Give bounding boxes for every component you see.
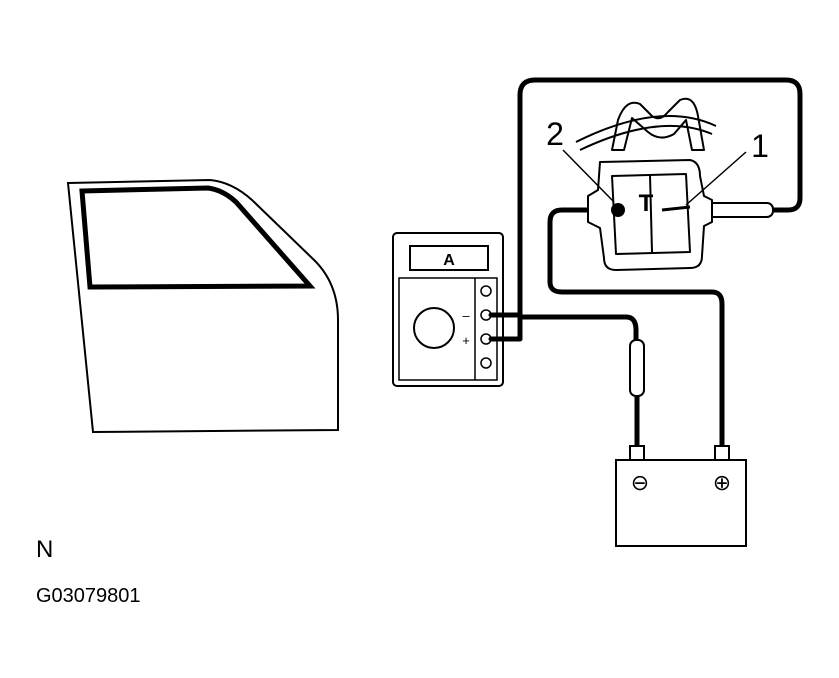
connector-pin1: [661, 205, 691, 212]
ammeter: A – +: [392, 232, 504, 387]
ammeter-terminal-4: [480, 357, 492, 369]
wire-minus-to-pin1: [488, 77, 803, 318]
door-window-frame: [79, 185, 316, 290]
battery-negative-symbol: ⊖: [631, 470, 649, 495]
figure-id: G03079801: [36, 585, 141, 607]
ammeter-dial: [413, 307, 455, 349]
callout-2-number: 2: [546, 116, 564, 152]
callout-1-leader: [685, 151, 747, 206]
connector-guide-inner: [579, 125, 713, 151]
connector-pin2: [611, 203, 625, 217]
connector-center-mark: T: [639, 190, 654, 217]
ammeter-display: [409, 245, 489, 271]
probe-pin1-body: [704, 202, 774, 218]
door-panel: [66, 178, 339, 434]
ammeter-inner: [398, 277, 498, 381]
view-label: N: [36, 536, 53, 563]
wire-pin2-to-battery-pos: [547, 207, 725, 453]
ammeter-plus-label: +: [462, 333, 470, 348]
door-outline: [66, 178, 339, 434]
callout-2-leader: [562, 149, 615, 203]
ammeter-terminal-1: [480, 285, 492, 297]
connector-inner: [611, 173, 691, 255]
probe-negative-body: [629, 339, 645, 397]
callout-1-number: 1: [751, 128, 769, 164]
connector-centerline: [649, 174, 653, 253]
battery: ⊖ ⊕: [615, 445, 747, 547]
wiring: [488, 77, 803, 453]
battery-positive-symbol: ⊕: [713, 470, 731, 495]
probe-negative: [629, 339, 645, 404]
battery-body: [615, 459, 747, 547]
ammeter-display-text: A: [443, 252, 455, 269]
connector-lock-clip: [611, 97, 705, 151]
connector-housing: [587, 159, 713, 271]
battery-terminal-negative: [629, 445, 645, 461]
connector-guide: [575, 115, 717, 143]
callouts: 2 1: [546, 116, 769, 206]
door-connector: [575, 97, 717, 271]
battery-terminal-positive: [714, 445, 730, 461]
ammeter-minus-label: –: [462, 308, 470, 323]
wire-plus-to-battery-neg: [488, 314, 639, 343]
